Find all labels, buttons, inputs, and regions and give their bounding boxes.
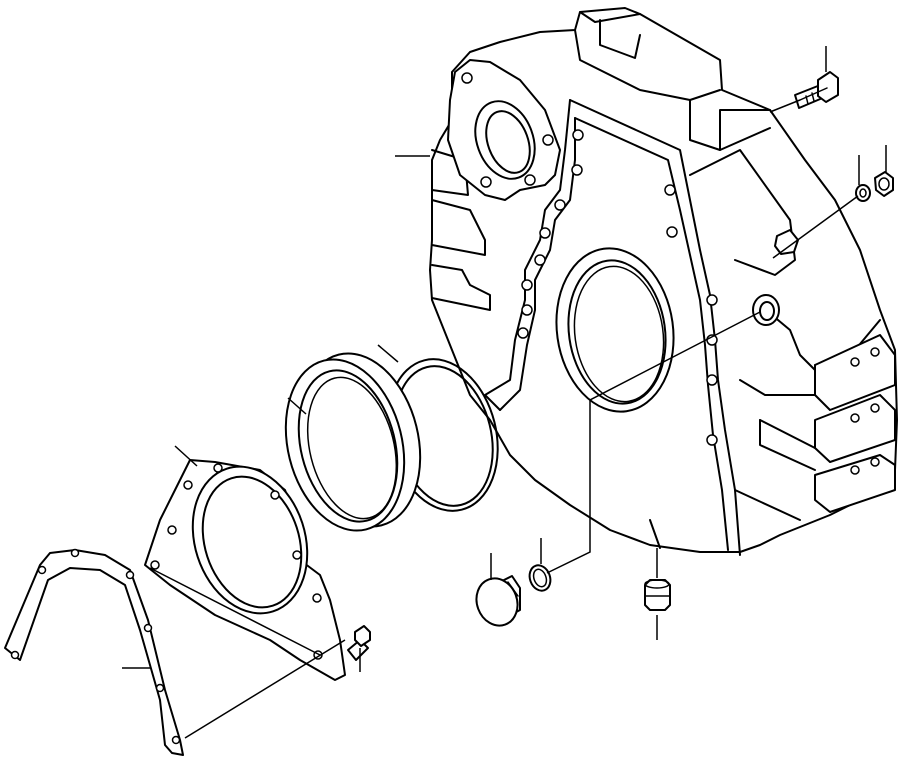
plug-nut xyxy=(874,171,894,197)
rear-seal xyxy=(284,352,422,532)
plug-o-ring xyxy=(528,564,552,592)
housing-bolt xyxy=(794,71,839,109)
inspection-plug xyxy=(475,575,521,627)
washer-small xyxy=(855,184,871,202)
callout-leaders xyxy=(122,46,887,672)
flywheel-housing xyxy=(429,7,898,556)
alignment-lines xyxy=(149,99,859,739)
dowel-pin xyxy=(644,579,671,611)
retainer-bolt xyxy=(347,625,371,661)
seal-retainer xyxy=(144,459,346,681)
retainer-gasket xyxy=(4,548,184,756)
